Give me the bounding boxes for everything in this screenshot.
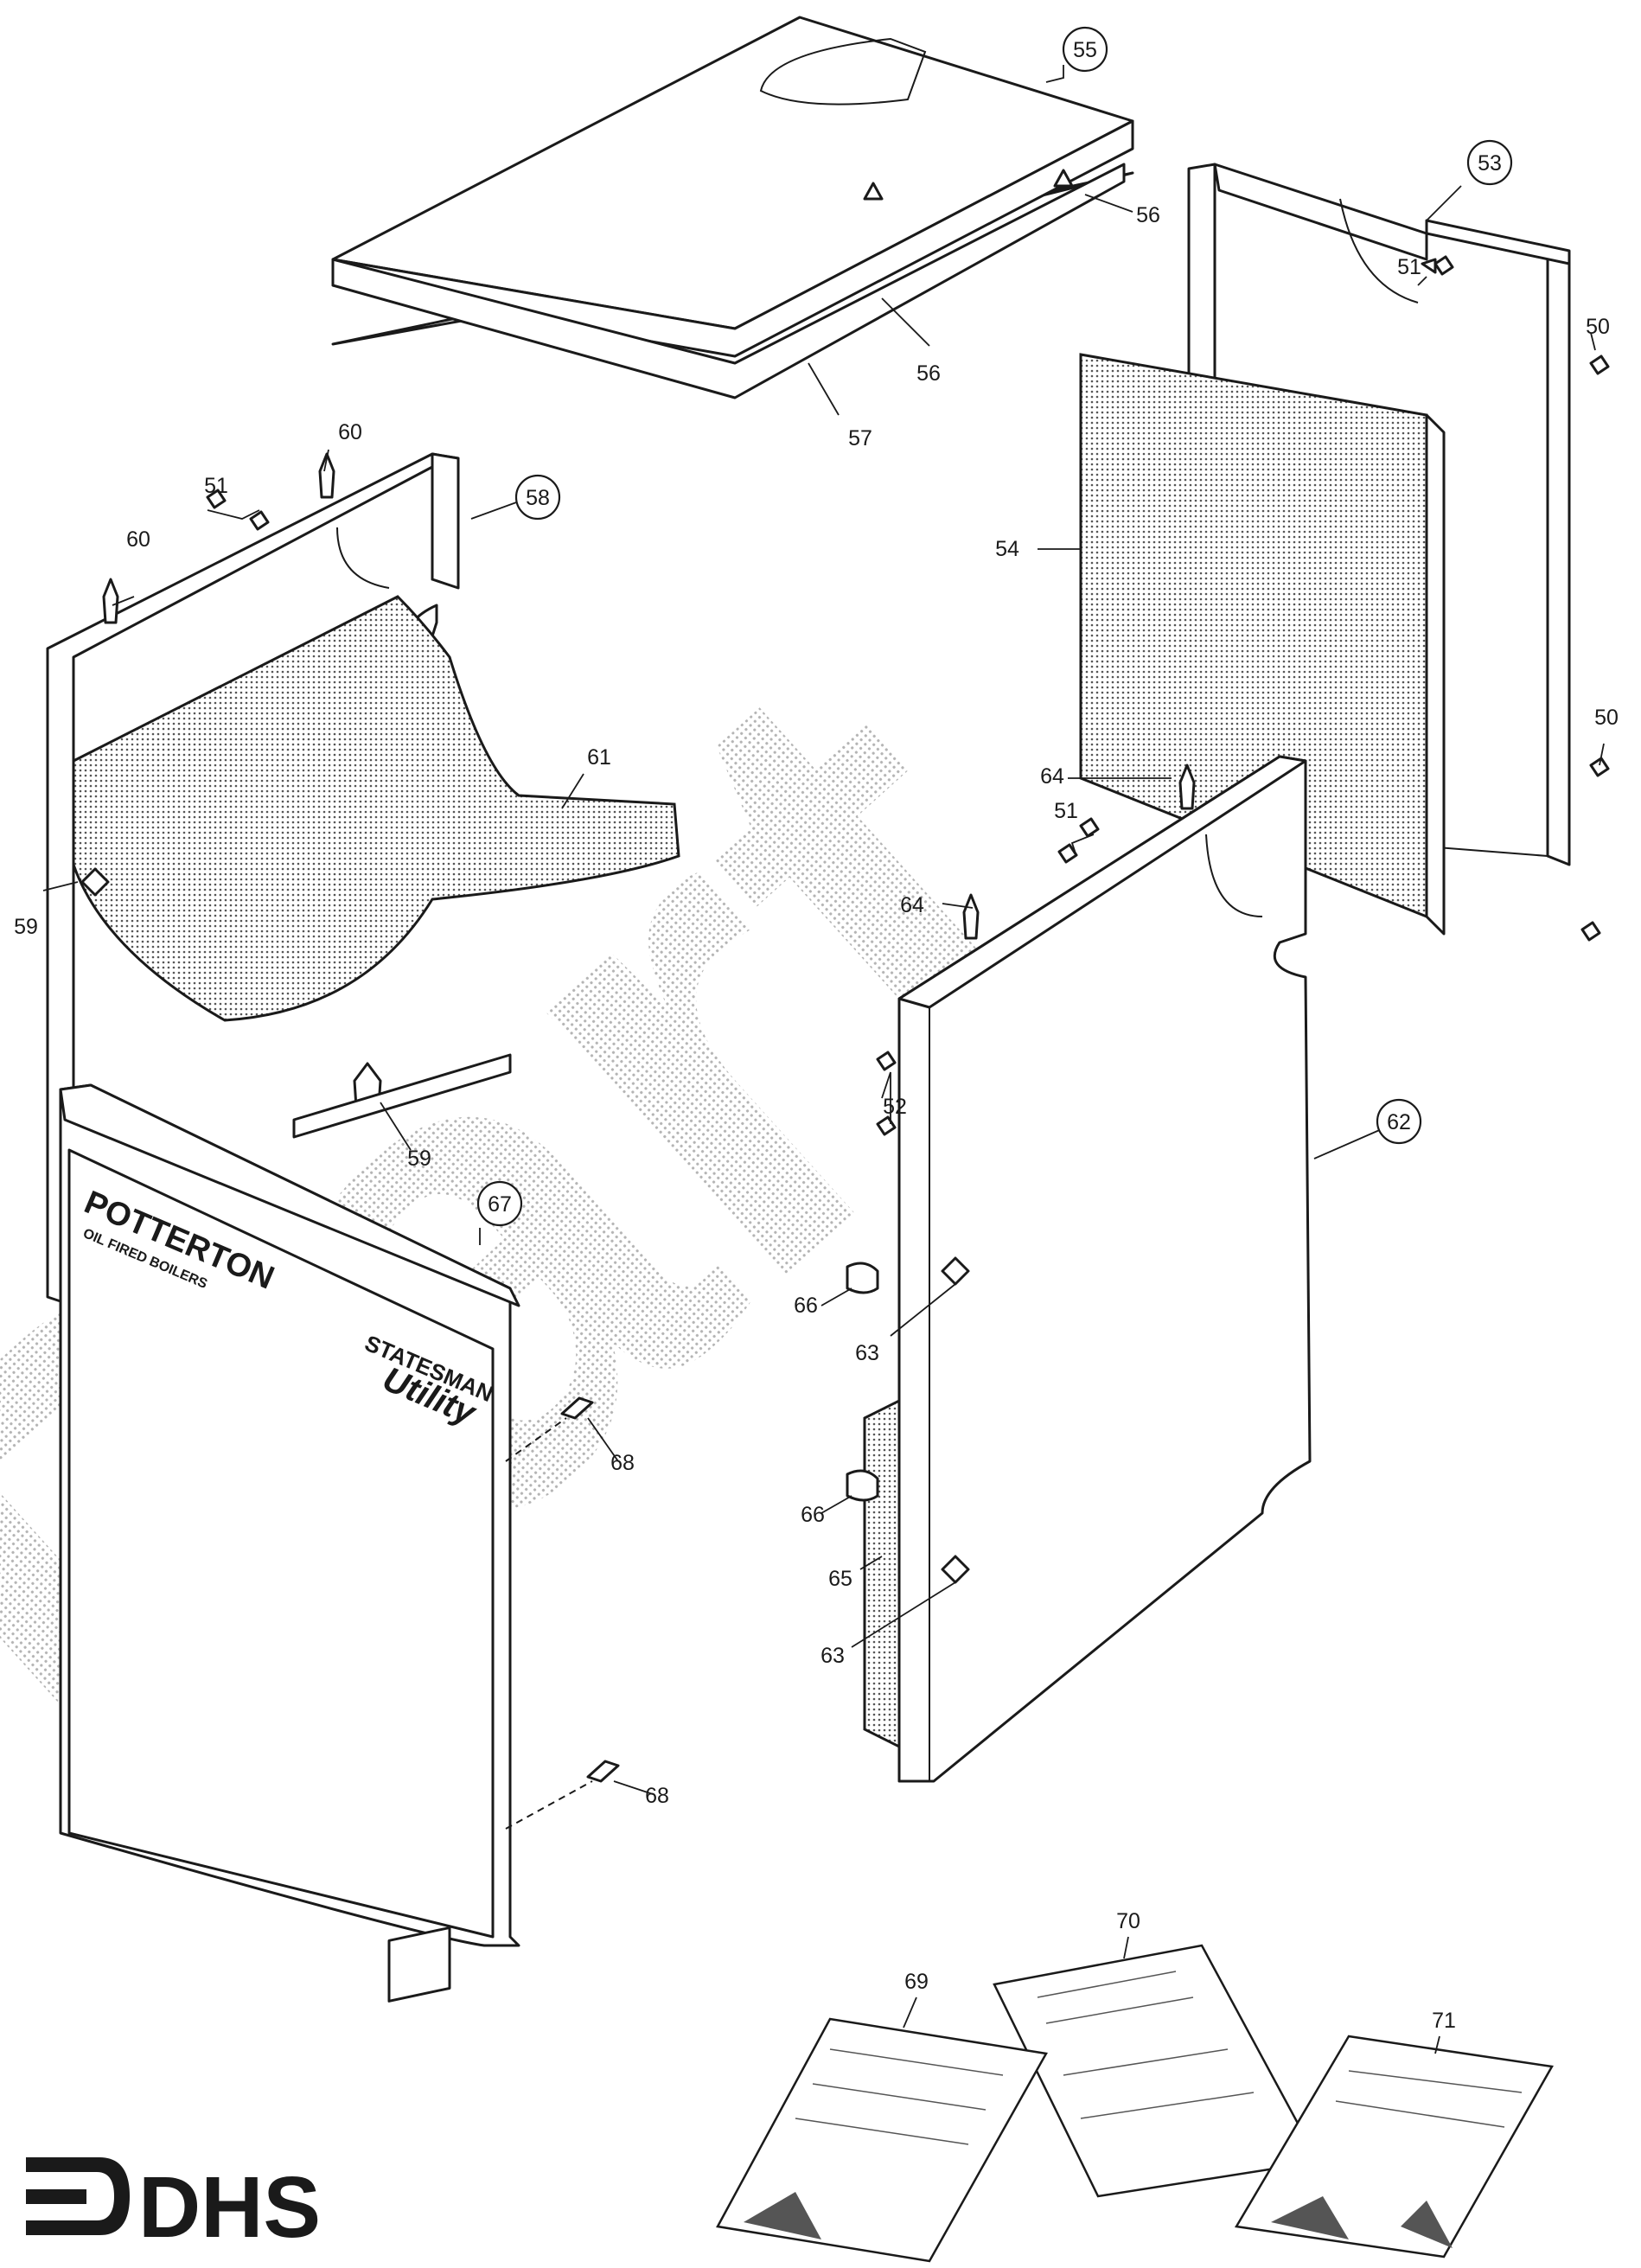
manual-69 [716, 2017, 1048, 2263]
callout-52: 52 [883, 1095, 907, 1119]
front-panel-67: POTTERTON OIL FIRED BOILERS STATESMAN Ut… [59, 1083, 520, 2003]
callout-50a: 50 [1586, 315, 1610, 339]
callout-circle-58 [514, 474, 561, 521]
callout-71: 71 [1432, 2009, 1456, 2033]
callout-51c: 51 [1054, 799, 1078, 823]
callout-60a: 60 [338, 420, 362, 444]
callout-circle-67 [476, 1180, 523, 1227]
right-side-panel-62 [863, 755, 1312, 1783]
callout-54: 54 [995, 537, 1019, 561]
callout-64b: 64 [900, 893, 924, 917]
callout-60b: 60 [126, 527, 150, 552]
callouts: 55 53 56 51 50 56 57 60 51 58 60 54 61 5… [14, 26, 1619, 2033]
callout-61: 61 [587, 745, 611, 770]
callout-63b: 63 [820, 1644, 845, 1668]
callout-64a: 64 [1040, 764, 1064, 789]
callout-70: 70 [1116, 1909, 1140, 1933]
callout-66b: 66 [801, 1503, 825, 1527]
manual-70 [993, 1944, 1320, 2198]
callout-55: 55 [1073, 38, 1097, 62]
callout-69: 69 [904, 1970, 929, 1994]
callout-68a: 68 [610, 1451, 635, 1475]
callout-51a: 51 [1397, 255, 1421, 279]
hardware [80, 169, 1610, 1830]
callout-58: 58 [526, 486, 550, 510]
callout-57: 57 [848, 426, 872, 450]
callout-circle-55 [1062, 26, 1108, 73]
callout-51b: 51 [204, 474, 228, 498]
callout-67: 67 [488, 1192, 512, 1217]
callout-50b: 50 [1594, 706, 1619, 730]
callout-59b: 59 [407, 1147, 431, 1171]
leader-lines [42, 65, 1605, 2054]
callout-53: 53 [1478, 151, 1502, 176]
insulation-57 [331, 163, 1126, 399]
insulation-61 [72, 595, 680, 1022]
callout-65: 65 [828, 1567, 852, 1591]
callout-63a: 63 [855, 1341, 879, 1365]
callout-62: 62 [1387, 1110, 1411, 1134]
callout-circle-62 [1376, 1098, 1422, 1145]
callout-56b: 56 [916, 361, 941, 386]
manual-71 [1234, 2035, 1554, 2258]
callout-59a: 59 [14, 915, 38, 939]
insulation-panel-54 [1079, 353, 1446, 936]
callout-68b: 68 [645, 1784, 669, 1808]
dhs-logo-text: DHS [138, 2159, 321, 2256]
callout-66a: 66 [794, 1294, 818, 1318]
callout-56a: 56 [1136, 203, 1160, 227]
dhs-logo: DHS [26, 2157, 321, 2256]
callout-circle-53 [1466, 139, 1513, 186]
